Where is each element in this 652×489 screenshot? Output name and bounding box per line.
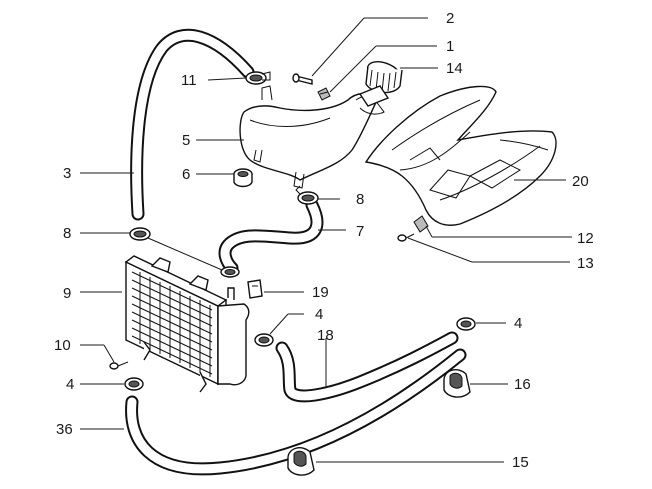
hose-3 [130,28,255,221]
callout-label: 4 [66,376,74,393]
callout-label: 8 [356,191,364,208]
callout-label: 4 [514,315,522,332]
callout-label: 16 [514,376,531,393]
callout-label: 7 [356,223,364,240]
expansion-tank-5 [239,85,385,189]
hose-18 [275,331,459,403]
screw-2 [292,73,313,85]
clamp-4-right [456,317,476,331]
callout-label: 15 [512,454,529,471]
clamp-4-lower [124,377,144,391]
filler-cap-14 [358,61,403,107]
screw-10 [109,361,129,370]
callout-label: 18 [317,327,334,344]
callout-label: 19 [312,284,329,301]
nut-1 [317,87,331,101]
clamp-4-mid [254,333,274,347]
screw-13 [397,233,415,242]
hose-guide-16 [443,369,471,398]
callout-label: 3 [63,165,71,182]
leader-lines [80,17,572,463]
clamp-8-lower [129,227,151,241]
callout-label: 36 [56,421,73,438]
callout-label: 9 [63,285,71,302]
callout-label: 14 [446,60,463,77]
clamp-8-upper [295,185,319,205]
clamp-hose-7-end [220,266,240,278]
grommet-6 [233,168,253,188]
clip-12 [413,215,429,233]
hose-36 [125,348,467,476]
callout-label: 6 [182,166,190,183]
callout-label: 11 [181,72,197,89]
callout-label: 12 [577,230,594,247]
clip-19 [247,279,263,299]
hose-guide-15 [287,447,315,476]
callout-label: 1 [446,38,454,55]
callout-label: 8 [63,225,71,242]
radiator-9 [124,255,250,393]
hose-7 [218,198,324,275]
callout-label: 10 [54,337,71,354]
callout-label: 2 [446,10,454,27]
callout-label: 4 [315,306,323,323]
callout-labels: 2 1 14 11 5 3 6 8 20 8 7 12 13 9 19 4 4 … [54,10,594,471]
bracket-20 [364,85,557,226]
callout-label: 5 [182,132,190,149]
callout-label: 13 [577,255,594,272]
clamp-11 [245,71,271,85]
callout-label: 20 [572,173,589,190]
radiator-core-grid [131,271,213,377]
